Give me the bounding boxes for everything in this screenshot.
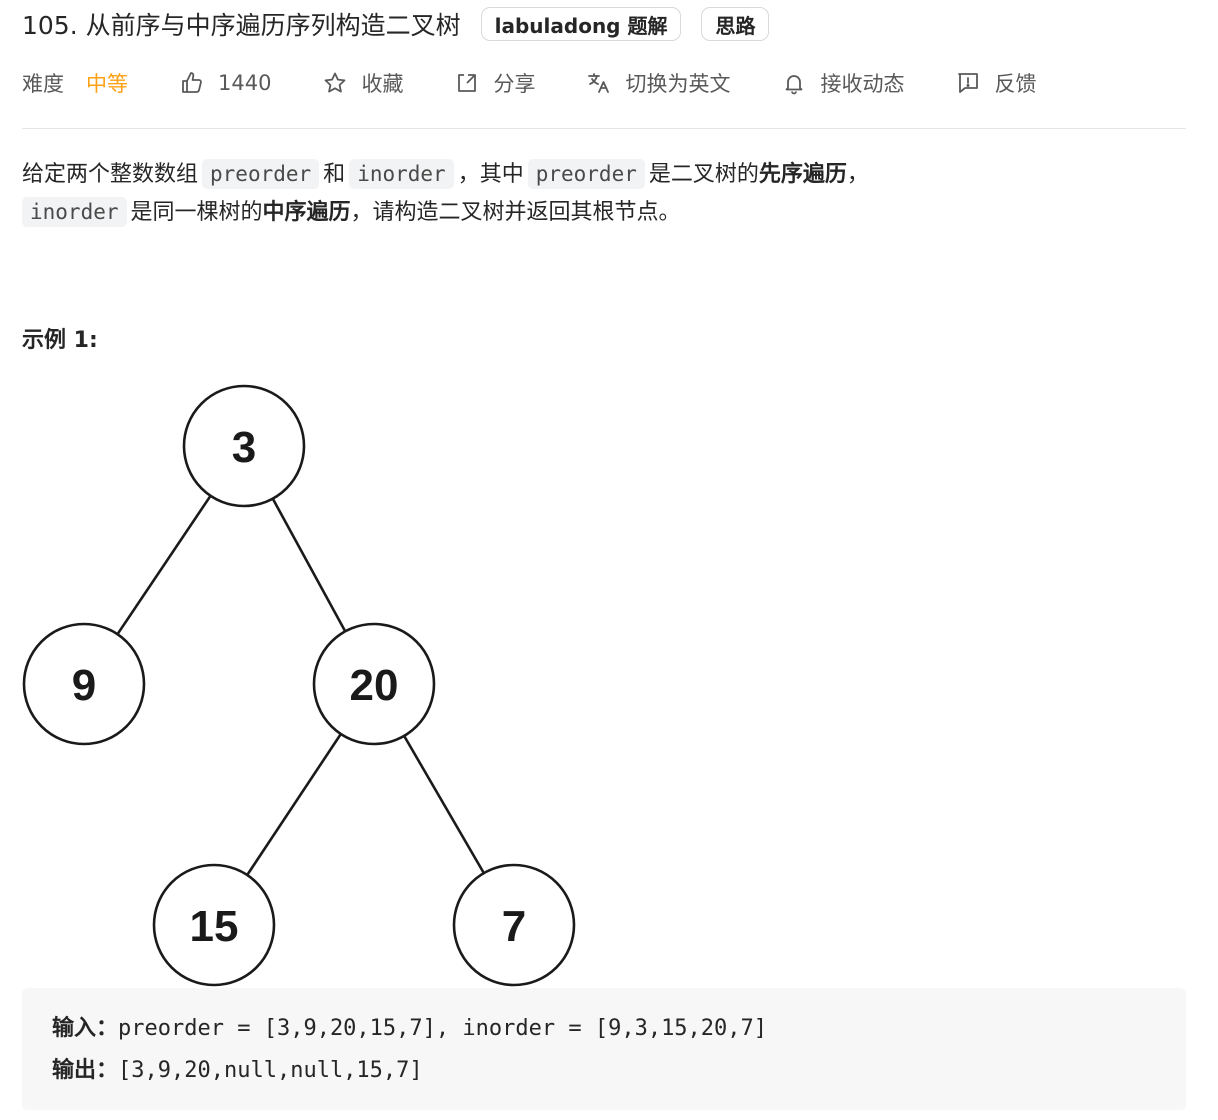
difficulty-label: 难度 <box>22 72 64 96</box>
share-icon <box>455 71 479 95</box>
title-row: 105. 从前序与中序遍历序列构造二叉树 labuladong 题解 思路 <box>22 4 789 44</box>
tree-node-label-7: 7 <box>502 902 526 951</box>
tree-node-15 <box>152 863 276 987</box>
header-divider <box>22 128 1186 129</box>
input-value: preorder = [3,9,20,15,7], inorder = [9,3… <box>118 1016 768 1041</box>
tree-node-label-20: 20 <box>350 661 399 710</box>
tree-edge-n20-n15 <box>246 733 342 876</box>
share-label: 分享 <box>493 72 536 96</box>
translate-icon <box>587 71 611 95</box>
code-preorder: preorder <box>202 159 320 189</box>
meta-toolbar: 难度 中等 1440 收藏 <box>22 64 1088 102</box>
notify-button[interactable]: 接收动态 <box>782 68 904 98</box>
bold-preorder-traversal: 先序遍历 <box>758 162 847 187</box>
tree-node-3 <box>182 384 306 508</box>
feedback-icon <box>956 71 980 95</box>
share-button[interactable]: 分享 <box>455 68 535 98</box>
feedback-label: 反馈 <box>994 72 1037 96</box>
example-input-line: 输入：preorder = [3,9,20,15,7], inorder = [… <box>52 1008 1156 1050</box>
output-label: 输出： <box>52 1058 119 1083</box>
description-text: ， <box>846 162 869 187</box>
description-text: 和 <box>323 162 346 187</box>
example-heading: 示例 1: <box>22 328 98 353</box>
difficulty-value: 中等 <box>86 72 128 96</box>
description-text: 是二叉树的 <box>648 162 759 187</box>
code-inorder: inorder <box>22 197 127 227</box>
tree-node-9 <box>22 622 146 746</box>
feedback-button[interactable]: 反馈 <box>956 68 1036 98</box>
star-icon <box>323 71 347 95</box>
example-output-line: 输出：[3,9,20,null,null,15,7] <box>52 1050 1156 1092</box>
output-value: [3,9,20,null,null,15,7] <box>118 1058 423 1083</box>
description-text: 给定两个整数数组 <box>22 162 199 187</box>
description-text: 是同一棵树的 <box>130 200 263 225</box>
code-inorder: inorder <box>349 159 454 189</box>
tag-labuladong-solution[interactable]: labuladong 题解 <box>480 7 682 41</box>
translate-label: 切换为英文 <box>625 72 731 96</box>
code-preorder: preorder <box>527 159 645 189</box>
tree-node-7 <box>452 863 576 987</box>
tree-node-label-9: 9 <box>72 661 96 710</box>
translate-button[interactable]: 切换为英文 <box>587 68 730 98</box>
tree-node-label-3: 3 <box>232 423 256 472</box>
input-label: 输入： <box>52 1016 119 1041</box>
like-button[interactable]: 1440 <box>180 71 271 95</box>
tag-idea[interactable]: 思路 <box>701 7 770 41</box>
difficulty: 难度 中等 <box>22 68 128 98</box>
tree-node-label-15: 15 <box>190 902 239 951</box>
problem-title: 105. 从前序与中序遍历序列构造二叉树 <box>22 11 461 40</box>
binary-tree-diagram: 3 9 20 15 7 <box>22 384 576 987</box>
bold-inorder-traversal: 中序遍历 <box>262 200 351 225</box>
like-count: 1440 <box>218 71 272 95</box>
description-text: ，请构造二叉树并返回其根节点。 <box>350 200 681 225</box>
description-text: ，其中 <box>457 162 524 187</box>
favorite-button[interactable]: 收藏 <box>323 68 403 98</box>
tree-node-20 <box>312 622 436 746</box>
favorite-label: 收藏 <box>361 72 404 96</box>
bell-icon <box>782 71 806 95</box>
notify-label: 接收动态 <box>820 72 905 96</box>
tree-edge-n3-n9 <box>116 495 212 635</box>
tree-edge-n3-n20 <box>271 498 347 632</box>
thumbs-up-icon <box>180 71 204 95</box>
tree-edge-n20-n7 <box>403 735 485 874</box>
example-code-block: 输入：preorder = [3,9,20,15,7], inorder = [… <box>22 988 1186 1110</box>
